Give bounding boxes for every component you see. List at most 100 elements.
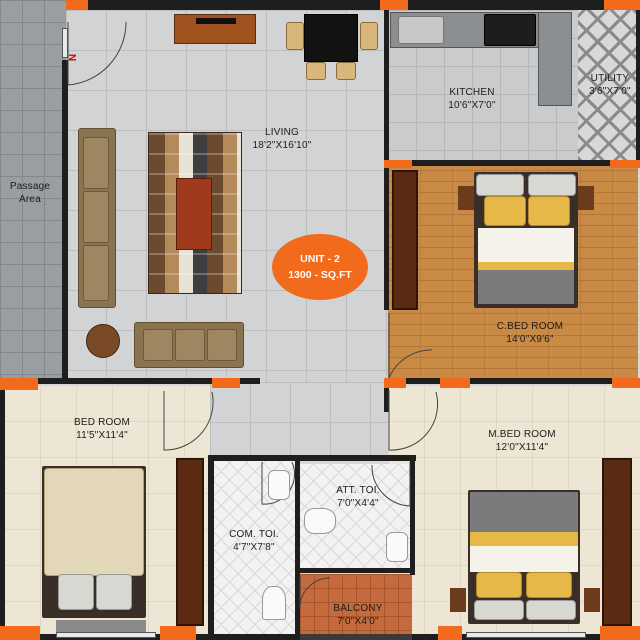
m-bed-pillow [476,572,522,598]
sofa-two-seater [134,322,244,368]
tv-screen [196,18,236,24]
dining-chair [360,22,378,50]
bed-room-pillow [96,574,132,610]
column [612,378,640,388]
column [0,378,38,390]
dining-chair [286,22,304,50]
sofa-three-seater [78,128,116,308]
m-bed-pillow [526,572,572,598]
wall-middle-horizontal-left [0,378,260,384]
utility-label: UTILITY 3'6"X7'0" [589,73,631,97]
bed-room-door-swing [163,391,214,451]
column [384,378,406,388]
bed-room-label: BED ROOM 11'5"X11'4" [73,417,131,441]
living-floor [66,10,388,382]
column [384,160,412,168]
balcony-railing [300,634,412,640]
wall-cbed-left [384,160,389,310]
bed-room-duvet [44,468,144,576]
balcony-door-swing [299,576,331,607]
c-bed-pillow [528,174,576,196]
bed-room-wardrobe [176,458,204,626]
kitchen-label: KITCHEN 10'6"X7'0" [448,87,496,111]
wall-top-living [66,0,388,10]
wall-living-left [62,60,68,382]
dining-table [304,14,358,62]
unit-area: 1300 - SQ.FT [288,269,352,281]
passage-area-floor [0,0,66,382]
wall-top-kitchen [388,0,640,10]
wall-kitchen-divider [384,10,389,160]
living-label: LIVING 18'2"X16'10" [252,127,312,151]
m-bed-blanket [470,492,578,532]
column [440,378,470,388]
dining-chair [306,62,326,80]
column [380,0,408,10]
corridor-floor [210,382,388,460]
column [212,378,240,388]
window [466,632,586,638]
c-bed-side-table [578,186,594,210]
kitchen-counter-side [538,12,572,106]
sink [398,16,444,44]
wall-toilets-top [208,455,416,461]
wall-att-balcony [295,568,415,573]
m-bed-side-table [450,588,466,612]
wall-bed-right [208,455,214,640]
wall-middle-horizontal-right [384,378,640,384]
m-bed-sheet [470,546,578,572]
att-toi-door-swing [371,462,411,507]
column [610,160,640,168]
c-bed-room-floor [388,165,638,380]
m-bed-blanket [470,532,578,546]
column [160,626,196,640]
utility-floor [578,10,640,160]
c-bed-blanket [478,270,574,304]
bed-room-pillow [58,574,94,610]
wall-right-utility [636,10,640,160]
column [604,0,640,10]
window [62,28,68,58]
wall-mbed-left [384,382,389,412]
c-bed-side-table [458,186,474,210]
c-bed-room-label: C.BED ROOM 14'0"X9'6" [496,321,564,345]
m-bed-wardrobe [602,458,632,626]
com-toi-wc [262,586,286,620]
c-bed-wardrobe [392,170,418,310]
c-bed-door-swing [388,313,433,379]
dining-chair [336,62,356,80]
balcony-floor [300,574,412,640]
window [56,632,156,638]
coffee-table [176,178,212,250]
column [438,626,462,640]
stove [484,14,536,46]
m-bed-pillow [474,600,524,620]
main-door-swing [67,21,127,86]
com-toi-label: COM. TOI. 4'7"X7'8" [229,529,279,553]
att-toi-wc [304,508,336,534]
c-bed-blanket [478,262,574,272]
m-bed-room-label: M.BED ROOM 12'0"X11'4" [488,429,556,453]
att-toi-label: ATT. TOI. 7'0"X4'4" [336,485,380,509]
bed-room-bench [56,620,146,634]
c-bed-sheet [478,228,574,264]
compass-label: N [68,53,80,62]
column [0,626,40,640]
wall-bed-left [0,382,5,640]
m-bed-door-swing [388,390,439,451]
com-toi-basin [268,470,290,500]
m-bed-pillow [526,600,576,620]
m-bed-side-table [584,588,600,612]
column [600,626,640,640]
passage-area-label: Passage Area [9,181,51,205]
balcony-label: BALCONY 7'0"X4'0" [333,603,383,627]
c-bed-pillow [528,196,570,226]
column [66,0,88,10]
unit-number: UNIT - 2 [300,253,340,265]
wall-att-right [410,455,415,575]
att-toi-basin [386,532,408,562]
side-table-round [86,324,120,358]
wall-com-att-divider [295,455,300,640]
unit-badge: UNIT - 2 1300 - SQ.FT [272,234,368,300]
